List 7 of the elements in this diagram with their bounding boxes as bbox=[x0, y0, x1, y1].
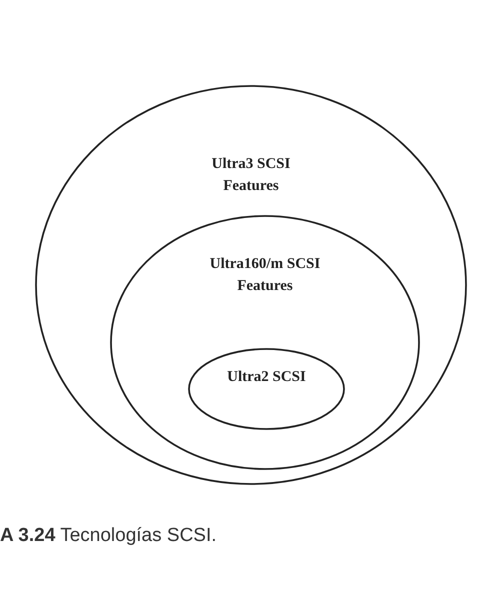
ellipse-node bbox=[35, 85, 467, 485]
figure-caption: A 3.24 Tecnologías SCSI. bbox=[0, 525, 217, 547]
ellipse-label: Ultra3 SCSI Features bbox=[210, 155, 292, 196]
ellipse-label: Ultra2 SCSI bbox=[227, 368, 306, 387]
ellipse-node bbox=[110, 215, 420, 470]
ellipse-node bbox=[188, 348, 345, 430]
ellipse-label: Ultra160/m SCSI Features bbox=[208, 255, 322, 296]
